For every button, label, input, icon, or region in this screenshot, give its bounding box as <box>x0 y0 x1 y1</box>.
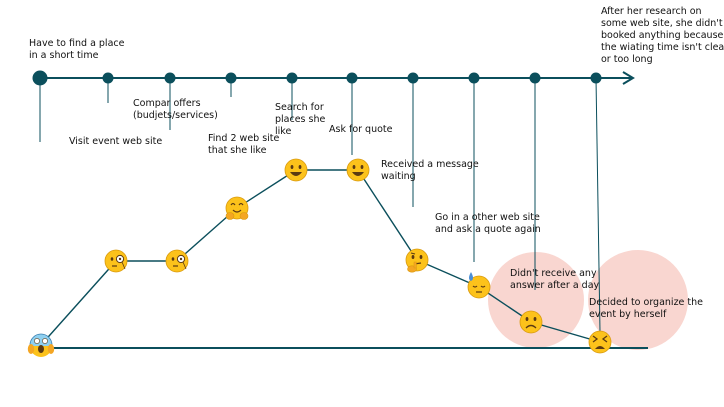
emoji-face <box>346 158 370 182</box>
step-label: Didn't receive any answer after a day <box>510 268 600 291</box>
step-label: Compar offers (budjets/services) <box>133 98 218 121</box>
emoji-mouth <box>290 172 302 176</box>
smiling-face-icon <box>346 158 370 182</box>
emoji-eye <box>360 165 364 169</box>
tired-face-icon <box>588 330 612 354</box>
downcast-sweat-face-icon <box>467 272 491 299</box>
screaming-face-icon <box>27 333 55 357</box>
emoji-hand <box>27 344 35 354</box>
timeline-arrow-icon <box>622 71 635 85</box>
step-label: After her research on some web site, she… <box>601 6 724 65</box>
sweat-drop-icon <box>469 272 473 281</box>
emoji-eye <box>230 202 236 206</box>
emoji-mouth <box>525 324 537 329</box>
step-label: Received a message waiting <box>381 159 479 182</box>
emoji-eye <box>298 165 302 169</box>
timeline-node <box>286 72 298 84</box>
timeline-node <box>468 72 480 84</box>
leader-line <box>595 77 601 333</box>
emoji-eye <box>592 335 599 343</box>
frowning-face-icon <box>519 310 543 334</box>
emoji-face <box>519 310 543 334</box>
monocle-face-icon <box>104 249 128 273</box>
timeline-node <box>346 72 358 84</box>
emotion-curve <box>40 169 601 346</box>
step-label: Have to find a place in a short time <box>29 38 125 61</box>
emoji-eye <box>42 338 48 344</box>
emoji-eye <box>110 257 114 261</box>
emoji-eye <box>238 202 244 206</box>
emoji-eye <box>171 257 175 261</box>
emoji-eye <box>179 257 183 261</box>
emoji-monocle-chain <box>182 261 187 270</box>
emoji-hand <box>239 212 249 220</box>
emoji-eye <box>34 338 40 344</box>
hugging-face-icon <box>225 196 249 220</box>
emoji-eye <box>533 317 537 321</box>
emoji-hand <box>225 212 235 220</box>
timeline-node <box>225 72 237 84</box>
emoji-finger <box>413 261 417 269</box>
emoji-eye <box>118 257 122 261</box>
timeline-node <box>407 72 419 84</box>
emoji-eye <box>419 255 423 259</box>
step-label: Search for places she like <box>275 102 326 137</box>
step-label: Visit event web site <box>69 136 163 147</box>
timeline-node <box>32 70 48 86</box>
emoji-eye <box>525 317 529 321</box>
step-label: Go in a other web site and ask a quote a… <box>435 212 541 235</box>
emoji-eye <box>290 165 294 169</box>
emoji-mouth <box>352 172 364 176</box>
emoji-face <box>588 330 612 354</box>
monocle-face-icon <box>165 249 189 273</box>
emoji-face <box>467 275 491 299</box>
emoji-monocle-chain <box>121 261 126 270</box>
emoji-eye <box>411 255 415 259</box>
emoji-face <box>104 249 128 273</box>
thinking-face-icon <box>405 248 429 273</box>
step-label: Ask for quote <box>329 124 393 135</box>
highlight-blob <box>588 250 688 350</box>
highlight-blob <box>488 252 584 348</box>
emoji-eyebrow <box>410 252 416 255</box>
emoji-mouth <box>232 209 242 213</box>
emoji-face <box>284 158 308 182</box>
emoji-face <box>405 248 429 272</box>
emoji-eye <box>472 285 478 288</box>
smiling-face-icon <box>284 158 308 182</box>
step-label: Find 2 web site that she like <box>208 133 280 156</box>
timeline-node <box>102 72 114 84</box>
emoji-mouth <box>595 346 605 349</box>
emoji-eye <box>601 335 608 343</box>
timeline-node <box>164 72 176 84</box>
emoji-hand <box>47 344 55 354</box>
timeline-node <box>590 72 602 84</box>
emoji-mouth <box>38 345 44 353</box>
step-label: Decided to organize the event by herself <box>589 297 704 320</box>
emoji-face <box>165 249 189 273</box>
emoji-eye <box>480 285 486 288</box>
timeline-node <box>529 72 541 84</box>
emoji-eye <box>352 165 356 169</box>
